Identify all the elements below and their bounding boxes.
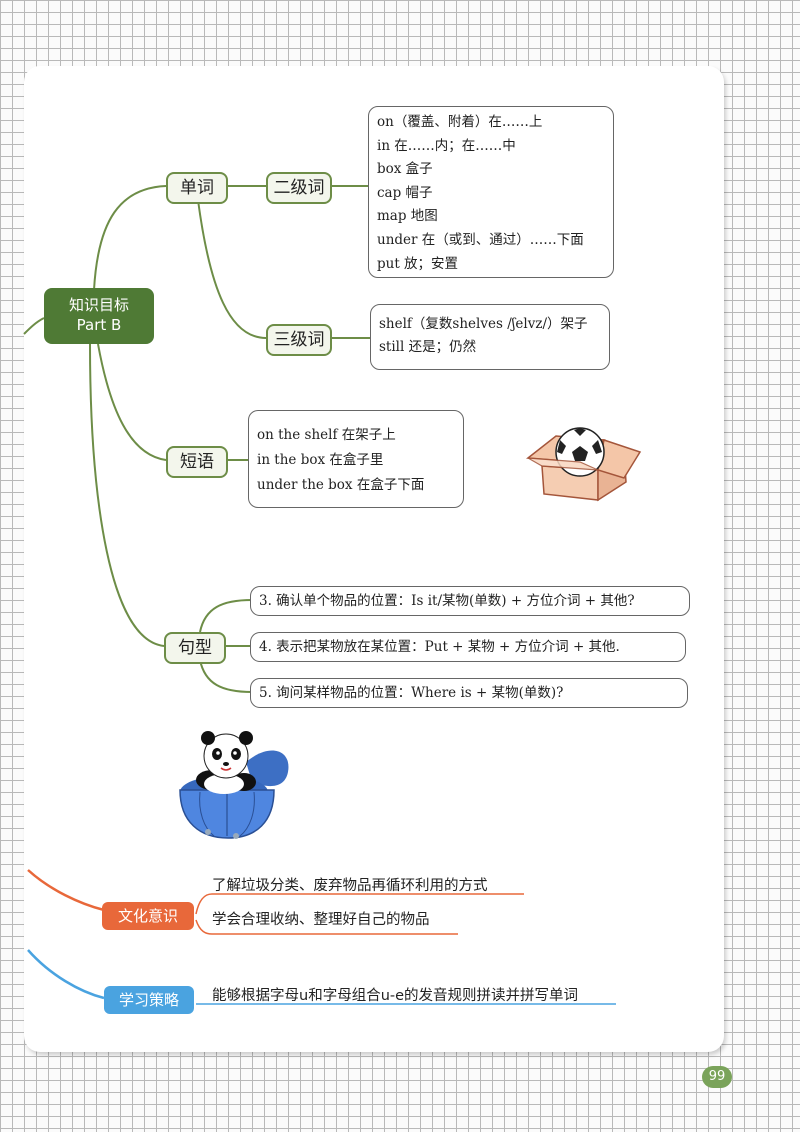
- sentence-box: 3. 确认单个物品的位置：Is it/某物(单数) + 方位介词 + 其他?: [250, 586, 690, 616]
- level2-word: map 地图: [377, 208, 438, 225]
- sentence-box: 5. 询问某样物品的位置：Where is + 某物(单数)?: [250, 678, 688, 708]
- phrase-item: on the shelf 在架子上: [257, 427, 396, 443]
- level2-word: box 盒子: [377, 161, 433, 178]
- panda-in-cap-illustration: [179, 731, 289, 839]
- level2-node: 二级词: [266, 172, 332, 204]
- root-title: 知识目标: [68, 296, 129, 314]
- page-number: 99: [702, 1066, 732, 1088]
- ball-in-box-illustration: [526, 427, 642, 502]
- level3-node: 三级词: [266, 324, 332, 356]
- level3-word: shelf（复数shelves /ʃelvz/）架子: [379, 316, 588, 332]
- level3-words-box: shelf（复数shelves /ʃelvz/）架子 still 还是；仍然: [370, 304, 610, 370]
- culture-tag: 文化意识: [102, 902, 194, 930]
- sentence-item: 4. 表示把某物放在某位置：Put + 某物 + 方位介词 + 其他.: [259, 639, 620, 655]
- level2-word: put 放；安置: [377, 255, 459, 272]
- level2-word: cap 帽子: [377, 184, 433, 201]
- strategy-item: 能够根据字母u和字母组合u-e的发音规则拼读并拼写单词: [212, 988, 579, 1004]
- phrase-item: in the box 在盒子里: [257, 452, 384, 468]
- level2-word: under 在（或到、通过）……下面: [377, 231, 584, 248]
- sentence-item: 3. 确认单个物品的位置：Is it/某物(单数) + 方位介词 + 其他?: [259, 593, 635, 609]
- phrases-box: on the shelf 在架子上 in the box 在盒子里 under …: [248, 410, 464, 508]
- level2-word: in 在……内；在……中: [377, 137, 516, 154]
- strategy-tag: 学习策略: [104, 986, 194, 1014]
- sentence-item: 5. 询问某样物品的位置：Where is + 某物(单数)?: [259, 685, 564, 701]
- phrase-item: under the box 在盒子下面: [257, 477, 425, 493]
- culture-item: 了解垃圾分类、废弃物品再循环利用的方式: [212, 878, 488, 894]
- phrases-node: 短语: [166, 446, 228, 478]
- sentences-node: 句型: [164, 632, 226, 664]
- sentence-box: 4. 表示把某物放在某位置：Put + 某物 + 方位介词 + 其他.: [250, 632, 686, 662]
- level3-word: still 还是；仍然: [379, 339, 477, 355]
- culture-item: 学会合理收纳、整理好自己的物品: [212, 912, 430, 928]
- root-node: 知识目标 Part B: [44, 288, 154, 344]
- root-subtitle: Part B: [76, 316, 122, 334]
- level2-word: on（覆盖、附着）在……上: [377, 114, 543, 130]
- level2-words-box: on（覆盖、附着）在……上 in 在……内；在……中 box 盒子 cap 帽子…: [368, 106, 614, 278]
- words-node: 单词: [166, 172, 228, 204]
